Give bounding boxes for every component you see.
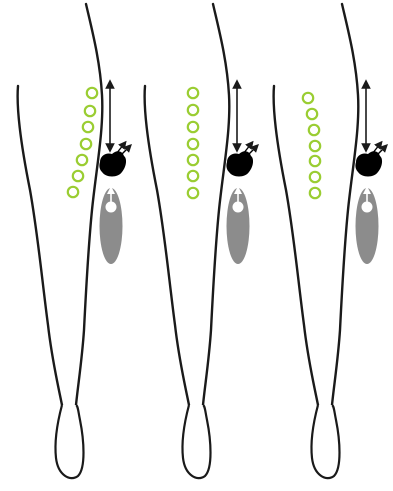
- ring-marker-3: [188, 122, 198, 132]
- leg-inner-contour: [76, 4, 102, 405]
- panel-middle: [145, 4, 256, 478]
- ellipse-probe-dot: [106, 202, 117, 213]
- ring-marker-6: [73, 171, 83, 181]
- ring-marker-1: [188, 88, 198, 98]
- foot-outline: [182, 405, 210, 478]
- ring-marker-5: [77, 155, 87, 165]
- ring-marker-2: [85, 106, 95, 116]
- ring-marker-6: [188, 171, 198, 181]
- leg-inner-contour: [203, 4, 229, 405]
- ring-marker-1: [303, 93, 313, 103]
- ring-marker-1: [87, 88, 97, 98]
- ellipse-probe-dot: [233, 202, 244, 213]
- foot-outline: [311, 405, 339, 478]
- leg-inner-contour: [332, 4, 358, 405]
- foot-outline: [55, 405, 83, 478]
- hand-icon: [355, 144, 385, 177]
- panel-left: [18, 4, 129, 478]
- panel-right: [274, 4, 385, 478]
- ring-marker-3: [83, 122, 93, 132]
- hand-palm: [355, 151, 382, 176]
- hand-palm: [99, 151, 126, 176]
- panels-root: [18, 4, 385, 478]
- ring-marker-2: [307, 109, 317, 119]
- leg-outer-contour: [18, 86, 62, 405]
- ring-marker-2: [188, 105, 198, 115]
- ring-marker-4: [81, 139, 91, 149]
- ring-marker-5: [310, 156, 320, 166]
- ring-marker-7: [310, 188, 320, 198]
- leg-outer-contour: [145, 86, 189, 405]
- hand-icon: [99, 144, 129, 177]
- ring-marker-6: [310, 172, 320, 182]
- ring-marker-4: [188, 139, 198, 149]
- ring-marker-7: [188, 188, 198, 198]
- ring-marker-7: [68, 187, 78, 197]
- ellipse-probe-dot: [362, 202, 373, 213]
- hand-icon: [226, 144, 256, 177]
- ring-marker-4: [310, 141, 320, 151]
- ring-marker-3: [309, 125, 319, 135]
- hand-palm: [226, 151, 253, 176]
- ring-marker-5: [188, 155, 198, 165]
